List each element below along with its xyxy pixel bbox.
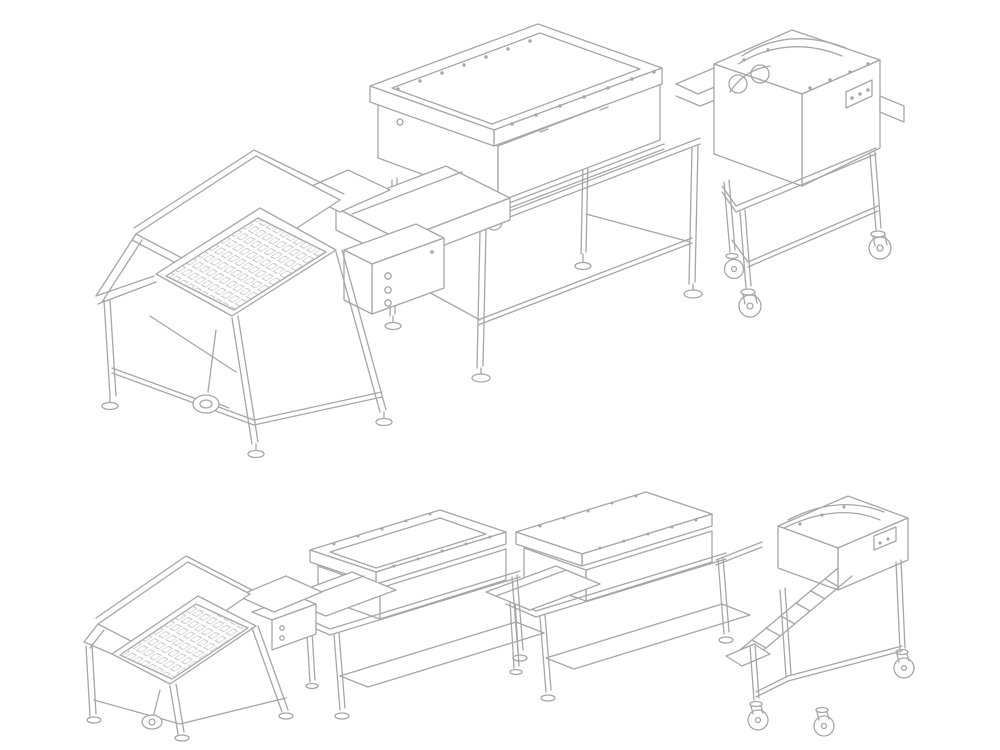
- caster-wheel: [723, 252, 745, 280]
- caster-wheel: [813, 706, 835, 737]
- sorter-machine-1-bottom: [305, 509, 507, 690]
- caster-wheel: [893, 648, 915, 679]
- figure-bottom-line: [83, 491, 915, 742]
- caster-cart-bottom: [715, 541, 915, 737]
- figure-top-isometric: [95, 23, 905, 459]
- caster-wheel: [868, 230, 892, 260]
- feed-hopper-bottom: [83, 555, 323, 742]
- machine-stand-2-bottom: [505, 552, 751, 702]
- discharge-unit-bottom: [777, 495, 909, 591]
- vibratory-tray-bottom: [485, 565, 601, 611]
- machine-stand-top: [379, 137, 703, 383]
- caster-wheel: [747, 700, 769, 731]
- discharge-unit-top: [675, 29, 905, 187]
- incline-conveyor-bottom: [725, 567, 853, 667]
- control-box-top: [343, 223, 445, 315]
- caster-cart-top: [721, 147, 892, 318]
- feed-hopper-top: [95, 149, 393, 459]
- caster-wheel: [738, 288, 762, 318]
